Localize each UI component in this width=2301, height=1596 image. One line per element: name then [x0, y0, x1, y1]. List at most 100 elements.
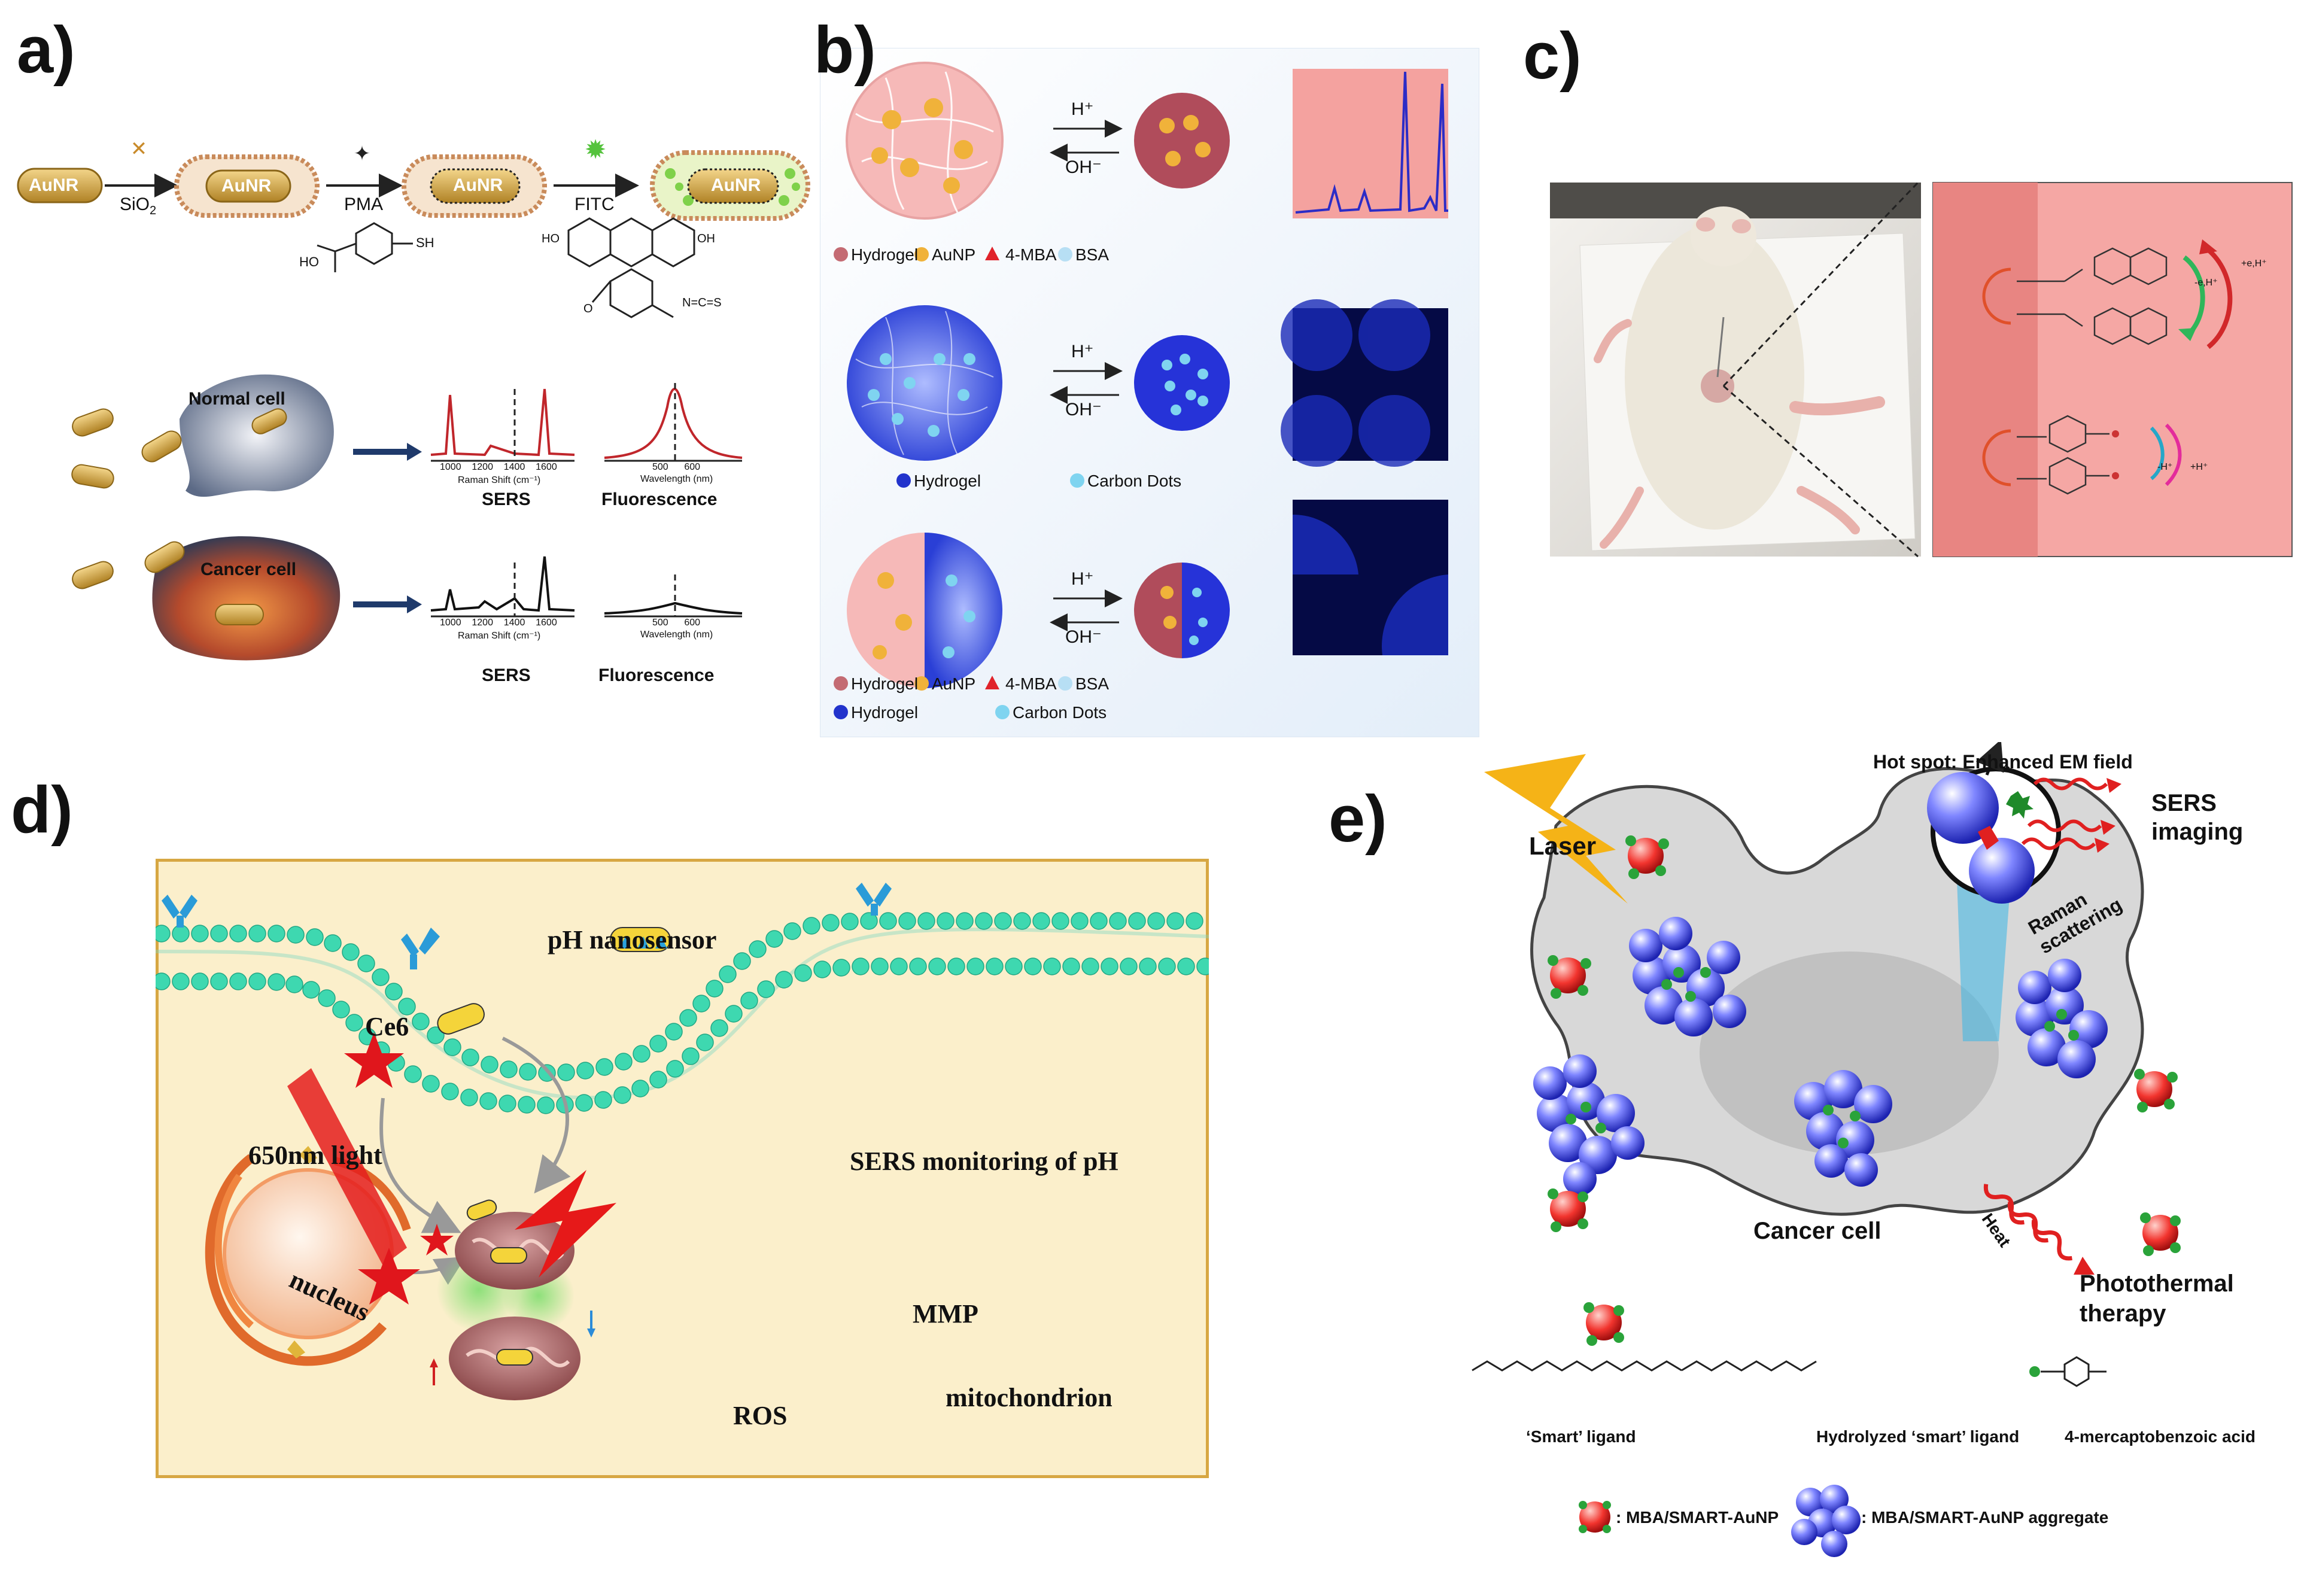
hotspot-beam	[1957, 880, 2011, 1041]
cancer-cell	[152, 536, 341, 661]
wave-axis-normal: Wavelength (nm)	[640, 474, 713, 484]
nucleus	[205, 1154, 411, 1366]
aggregate-1	[1629, 917, 1746, 1036]
aggregate-3	[1794, 1070, 1892, 1187]
aggregate-2	[1533, 1054, 1645, 1196]
step-sio2: SiO2	[120, 194, 157, 217]
lipid-heads	[156, 912, 1209, 1114]
sers-label-cancer: SERS	[482, 665, 531, 685]
hydrogel-swollen	[846, 62, 1004, 220]
b-h-plus-2: H⁺	[1071, 342, 1094, 361]
b-legend1-aunp: AuNP	[932, 245, 976, 264]
step-pma: PMA	[344, 194, 384, 214]
laser-bolt	[1484, 754, 1628, 904]
b-oh-minus-3: OH⁻	[1065, 627, 1102, 647]
aunr-rod	[17, 168, 103, 203]
normal-cell-label: Normal cell	[189, 389, 285, 409]
wave-ticks-cancer: 500 600	[652, 618, 701, 628]
raman-ticks-normal: 1000 1200 1400 1600	[440, 462, 557, 472]
hybrid-hydrogel-blue	[925, 533, 1002, 688]
c-label-minus-e: -e,H⁺	[2194, 278, 2218, 288]
raman-axis-cancer: Raman Shift (cm⁻¹)	[458, 631, 541, 641]
e-hotspot: Hot spot: Enhanced EM field	[1873, 751, 2133, 773]
d-mitochondrion: mitochondrion	[946, 1383, 1112, 1412]
panel-a-diagram: ✕ ✦ ✹	[17, 135, 810, 661]
wave-axis-cancer: Wavelength (nm)	[640, 630, 713, 640]
carbon-hydrogel-shrunk	[1134, 335, 1230, 431]
b-legend3-bsa: BSA	[1075, 674, 1110, 693]
sers-spectrum-cancer	[430, 556, 575, 612]
sers-spectrum-box	[1293, 69, 1448, 218]
panel-d-diagram	[156, 883, 1209, 1400]
wave-ticks-normal: 500 600	[652, 462, 701, 472]
panel-a-label: a)	[17, 13, 75, 87]
b-oh-minus-1: OH⁻	[1065, 157, 1102, 177]
b-h-plus-3: H⁺	[1071, 569, 1094, 589]
aunr-label-2: AuNR	[221, 176, 272, 196]
panel-c-label: c)	[1523, 19, 1582, 93]
svg-text:✹: ✹	[585, 135, 607, 165]
b-legend4-hydrogel: Hydrogel	[851, 703, 919, 722]
aggregate-4	[2016, 959, 2108, 1078]
e-legend-agg: : MBA/SMART-AuNP aggregate	[1861, 1508, 2109, 1527]
e-sers-imaging: SERS imaging	[2151, 790, 2244, 845]
ce6-star	[344, 1032, 404, 1088]
cell-nucleus	[1700, 951, 1999, 1155]
b-legend3-mba: 4-MBA	[1005, 674, 1057, 693]
d-ce6: Ce6	[365, 1012, 409, 1041]
hybrid-shrunk-pink	[1134, 563, 1182, 658]
panel-b-label: b)	[814, 13, 876, 87]
chem-sh: SH	[416, 235, 434, 250]
d-sers-monitoring: SERS monitoring of pH	[850, 1147, 1118, 1176]
laser-beam	[287, 1068, 407, 1266]
aunr-label-3: AuNR	[453, 175, 503, 195]
b-legend2-hydrogel: Hydrogel	[914, 472, 981, 490]
panel-b-diagram	[834, 62, 1448, 719]
normal-cell	[180, 374, 334, 497]
b-oh-minus-2: OH⁻	[1065, 400, 1102, 419]
chem-o: O	[583, 302, 593, 315]
aunr-label-4: AuNR	[711, 175, 761, 195]
e-legend-np: : MBA/SMART-AuNP	[1616, 1508, 1779, 1527]
fluorescence-label-cancer: Fluorescence	[598, 665, 715, 685]
chem-ncs: N=C=S	[682, 296, 722, 309]
chem-oh-fitc: OH	[697, 232, 715, 245]
receptor-icons	[162, 883, 892, 969]
step-fitc: FITC	[575, 194, 615, 214]
hybrid-shrunk-blue	[1182, 563, 1230, 658]
b-h-plus-1: H⁺	[1071, 99, 1094, 119]
ce6-star-activated	[358, 1248, 420, 1305]
hybrid-hydrogel-pink	[847, 533, 925, 688]
d-650nm-light: 650nm light	[248, 1141, 382, 1170]
c-label-plus-e: +e,H⁺	[2241, 259, 2267, 269]
e-mba: 4-mercaptobenzoic acid	[2065, 1427, 2256, 1446]
c-label-minus-h: -H⁺	[2157, 462, 2173, 472]
b-legend2-carbon: Carbon Dots	[1087, 472, 1182, 490]
chem-ho-fitc: HO	[542, 232, 560, 245]
b-legend1-hydrogel: Hydrogel	[851, 245, 919, 264]
cancer-cell-label: Cancer cell	[200, 560, 297, 579]
sers-lightning	[515, 1170, 616, 1278]
panel-e-label: e)	[1329, 782, 1387, 856]
fluorescence-cancer	[604, 601, 743, 615]
single-np	[1550, 838, 2178, 1340]
svg-text:✕: ✕	[130, 138, 148, 160]
b-legend3-aunp: AuNP	[932, 674, 976, 693]
e-photothermal: Photothermal therapy	[2080, 1270, 2234, 1327]
d-ph-nanosensor: pH nanosensor	[548, 925, 717, 954]
svg-text:✦: ✦	[354, 142, 371, 165]
sers-spectrum-normal	[430, 388, 575, 457]
fluorescence-normal	[604, 388, 743, 459]
b-legend4-carbon: Carbon Dots	[1013, 703, 1107, 722]
c-label-plus-h: +H⁺	[2190, 462, 2208, 472]
raman-ticks-cancer: 1000 1200 1400 1600	[440, 618, 557, 628]
e-smart-ligand: ‘Smart’ ligand	[1526, 1427, 1636, 1446]
d-mmp: MMP	[913, 1299, 978, 1329]
fluorescence-label-normal: Fluorescence	[601, 490, 718, 509]
d-ros: ROS	[733, 1401, 788, 1430]
chem-ho: HO	[299, 254, 319, 269]
hydrogel-shrunk	[1134, 93, 1230, 189]
panel-c-diagram	[1550, 181, 2293, 558]
panel-e-diagram	[1472, 742, 2181, 1557]
e-laser: Laser	[1529, 832, 1597, 860]
